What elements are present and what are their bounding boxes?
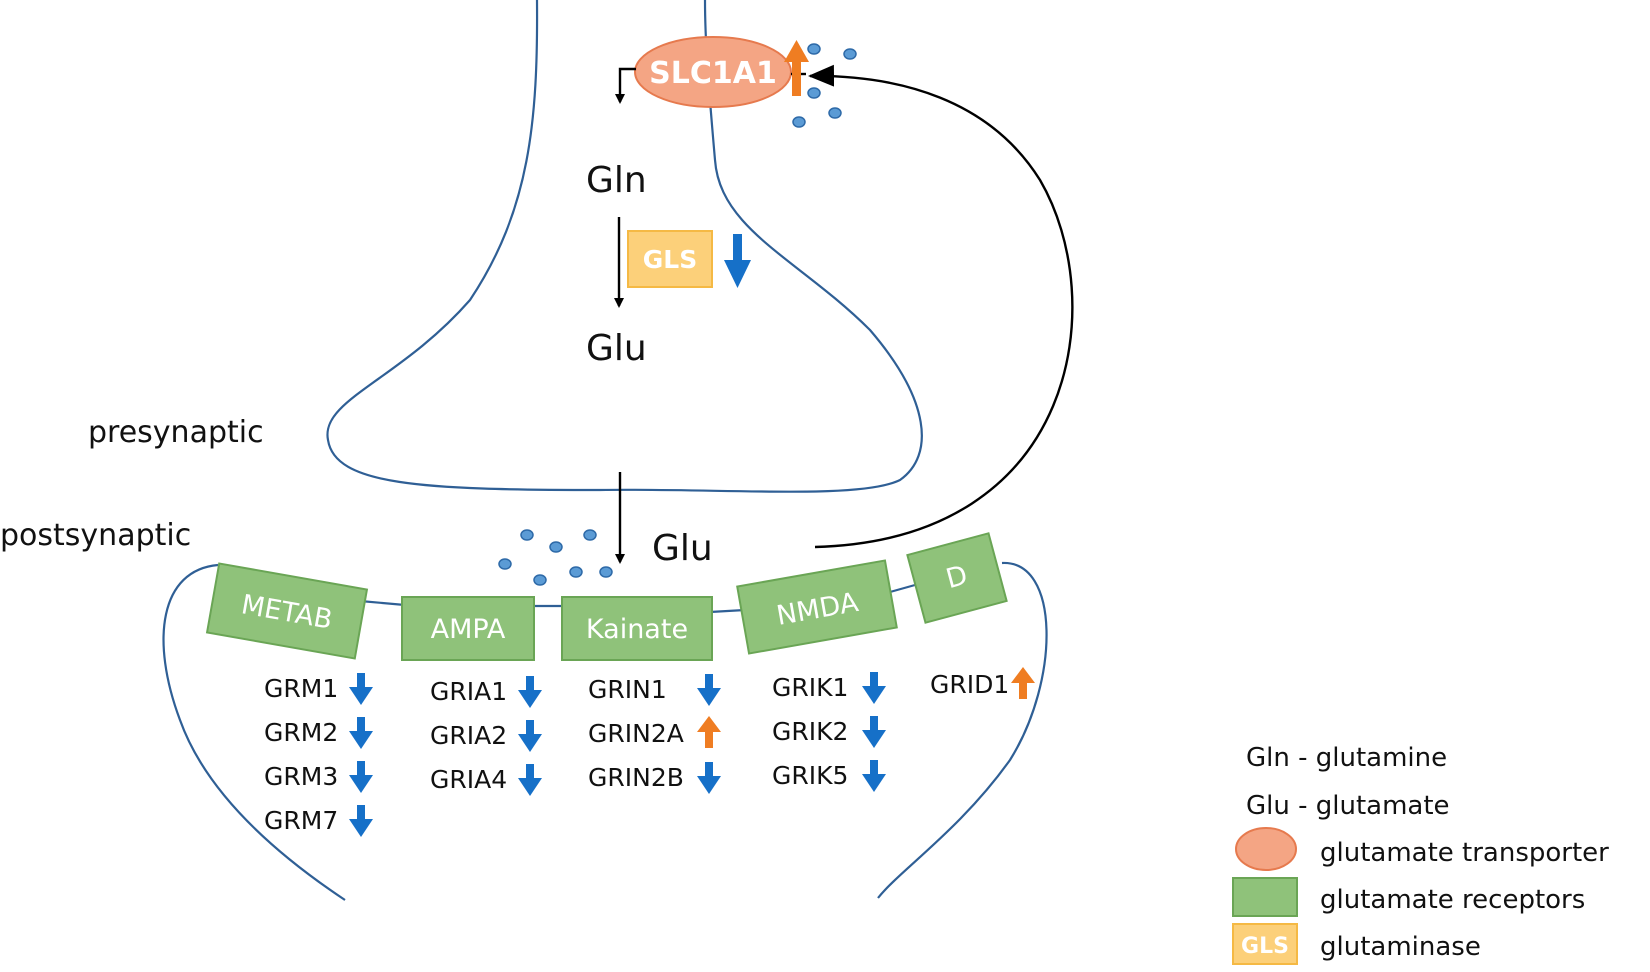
receptor-ampa: AMPA xyxy=(401,596,535,661)
down-arrow-icon xyxy=(697,762,721,794)
down-arrow-icon xyxy=(349,761,373,793)
up-arrow-icon xyxy=(1011,667,1035,699)
gln-label: Gln xyxy=(586,160,647,201)
gls-enzyme: GLS xyxy=(627,230,713,288)
down-arrow-icon xyxy=(518,676,542,708)
down-arrow-icon xyxy=(862,760,886,792)
gene-label-grik5: GRIK5 xyxy=(772,761,848,790)
receptor-nmda: NMDA xyxy=(736,559,898,655)
gene-label-grin1: GRIN1 xyxy=(588,675,667,704)
postsynaptic-membrane-link-3 xyxy=(709,608,746,614)
gene-label-grik1: GRIK1 xyxy=(772,673,848,702)
down-arrow-icon xyxy=(518,764,542,796)
gls-downregulated-icon xyxy=(724,234,751,288)
reuptake-arrow xyxy=(808,64,1074,549)
gene-label-grik2: GRIK2 xyxy=(772,717,848,746)
presynaptic-label: presynaptic xyxy=(88,415,264,450)
legend-glutaminase-swatch xyxy=(1232,923,1298,965)
gene-label-grid1: GRID1 xyxy=(930,670,1009,699)
postsynaptic-membrane xyxy=(162,563,346,901)
legend-transporter-swatch xyxy=(1235,827,1297,871)
presynaptic-membrane xyxy=(326,0,923,493)
receptor-metab: METAB xyxy=(205,562,369,660)
receptor-delta: D xyxy=(906,532,1008,624)
gene-label-grm1: GRM1 xyxy=(264,674,338,703)
slc1a1-label: SLC1A1 xyxy=(649,56,777,91)
gene-label-grin2a: GRIN2A xyxy=(588,719,684,748)
down-arrow-icon xyxy=(697,674,721,706)
gls-label: GLS xyxy=(643,245,697,274)
glutamate-molecules-cleft xyxy=(498,529,613,586)
postsynaptic-membrane-link-4 xyxy=(889,583,916,594)
glutamate-molecules-top xyxy=(792,43,857,128)
legend-glutaminase-label: glutaminase xyxy=(1320,932,1481,962)
postsynaptic-membrane-link-1 xyxy=(359,599,406,607)
gene-label-grm3: GRM3 xyxy=(264,762,338,791)
gene-label-gria2: GRIA2 xyxy=(430,721,507,750)
down-arrow-icon xyxy=(518,720,542,752)
legend-transporter-label: glutamate transporter xyxy=(1320,838,1609,868)
gene-label-gria4: GRIA4 xyxy=(430,765,507,794)
down-arrow-icon xyxy=(349,673,373,705)
slc1a1-upregulated-icon xyxy=(784,40,809,96)
down-arrow-icon xyxy=(862,716,886,748)
gene-label-grm7: GRM7 xyxy=(264,806,338,835)
up-arrow-icon xyxy=(697,716,721,748)
legend-receptor-label: glutamate receptors xyxy=(1320,885,1585,915)
legend-glu-definition: Glu - glutamate xyxy=(1246,791,1450,821)
glu-presynaptic-label: Glu xyxy=(586,328,647,369)
receptor-label: Kainate xyxy=(586,614,688,645)
down-arrow-icon xyxy=(862,672,886,704)
receptor-kainate: Kainate xyxy=(561,596,713,661)
down-arrow-icon xyxy=(349,717,373,749)
receptor-label: AMPA xyxy=(431,614,506,645)
gene-label-grin2b: GRIN2B xyxy=(588,763,684,792)
gene-label-grm2: GRM2 xyxy=(264,718,338,747)
postsynaptic-membrane-right xyxy=(877,561,1048,899)
legend-receptor-swatch xyxy=(1232,877,1298,917)
legend: Gln - glutamine Glu - glutamate glutamat… xyxy=(1232,743,1609,965)
postsynaptic-label: postsynaptic xyxy=(0,518,191,553)
down-arrow-icon xyxy=(349,805,373,837)
gene-label-gria1: GRIA1 xyxy=(430,677,507,706)
slc1a1-transporter: SLC1A1 xyxy=(634,36,792,108)
glu-cleft-label: Glu xyxy=(652,528,713,569)
transport-in-arrow xyxy=(615,67,636,104)
legend-glutaminase-swatch-text: GLS xyxy=(1241,934,1289,959)
legend-gln-definition: Gln - glutamine xyxy=(1246,743,1447,773)
